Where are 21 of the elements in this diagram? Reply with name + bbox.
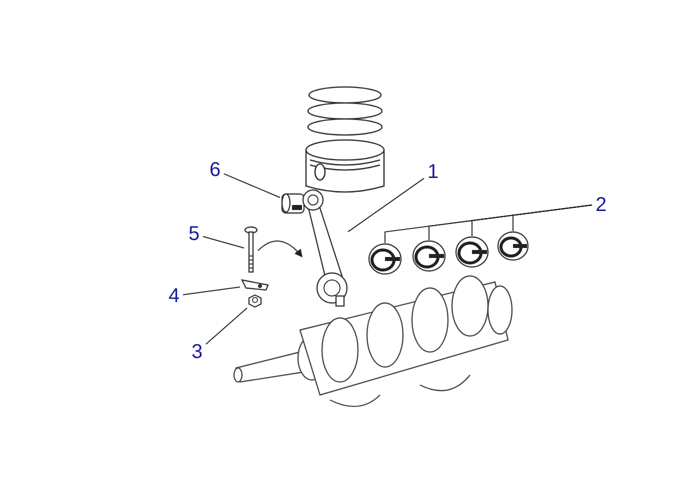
- leader-line: [348, 178, 424, 232]
- nut-drawing: [246, 294, 264, 308]
- bearing-shell-drawing: [412, 240, 446, 272]
- callout-number: 1: [424, 160, 442, 184]
- bearing-shell-drawing: [497, 231, 529, 261]
- leader-line: [202, 236, 244, 249]
- callout-number: 3: [188, 340, 206, 364]
- curved-arrow: [258, 240, 303, 258]
- callout-number: 4: [165, 284, 183, 308]
- leader-line: [182, 286, 240, 296]
- bearing-shell-drawing: [368, 243, 402, 275]
- callout-number: 6: [206, 158, 224, 182]
- bolt-drawing: [244, 226, 258, 274]
- bearing-shell-drawing: [455, 236, 489, 268]
- leader-line: [224, 173, 280, 198]
- lock-plate-drawing: [240, 278, 270, 292]
- leader-line: [512, 204, 592, 232]
- callout-number: 5: [185, 222, 203, 246]
- leader-line: [206, 308, 248, 345]
- connecting-rod-drawing: [302, 188, 348, 308]
- callout-number: 2: [592, 193, 610, 217]
